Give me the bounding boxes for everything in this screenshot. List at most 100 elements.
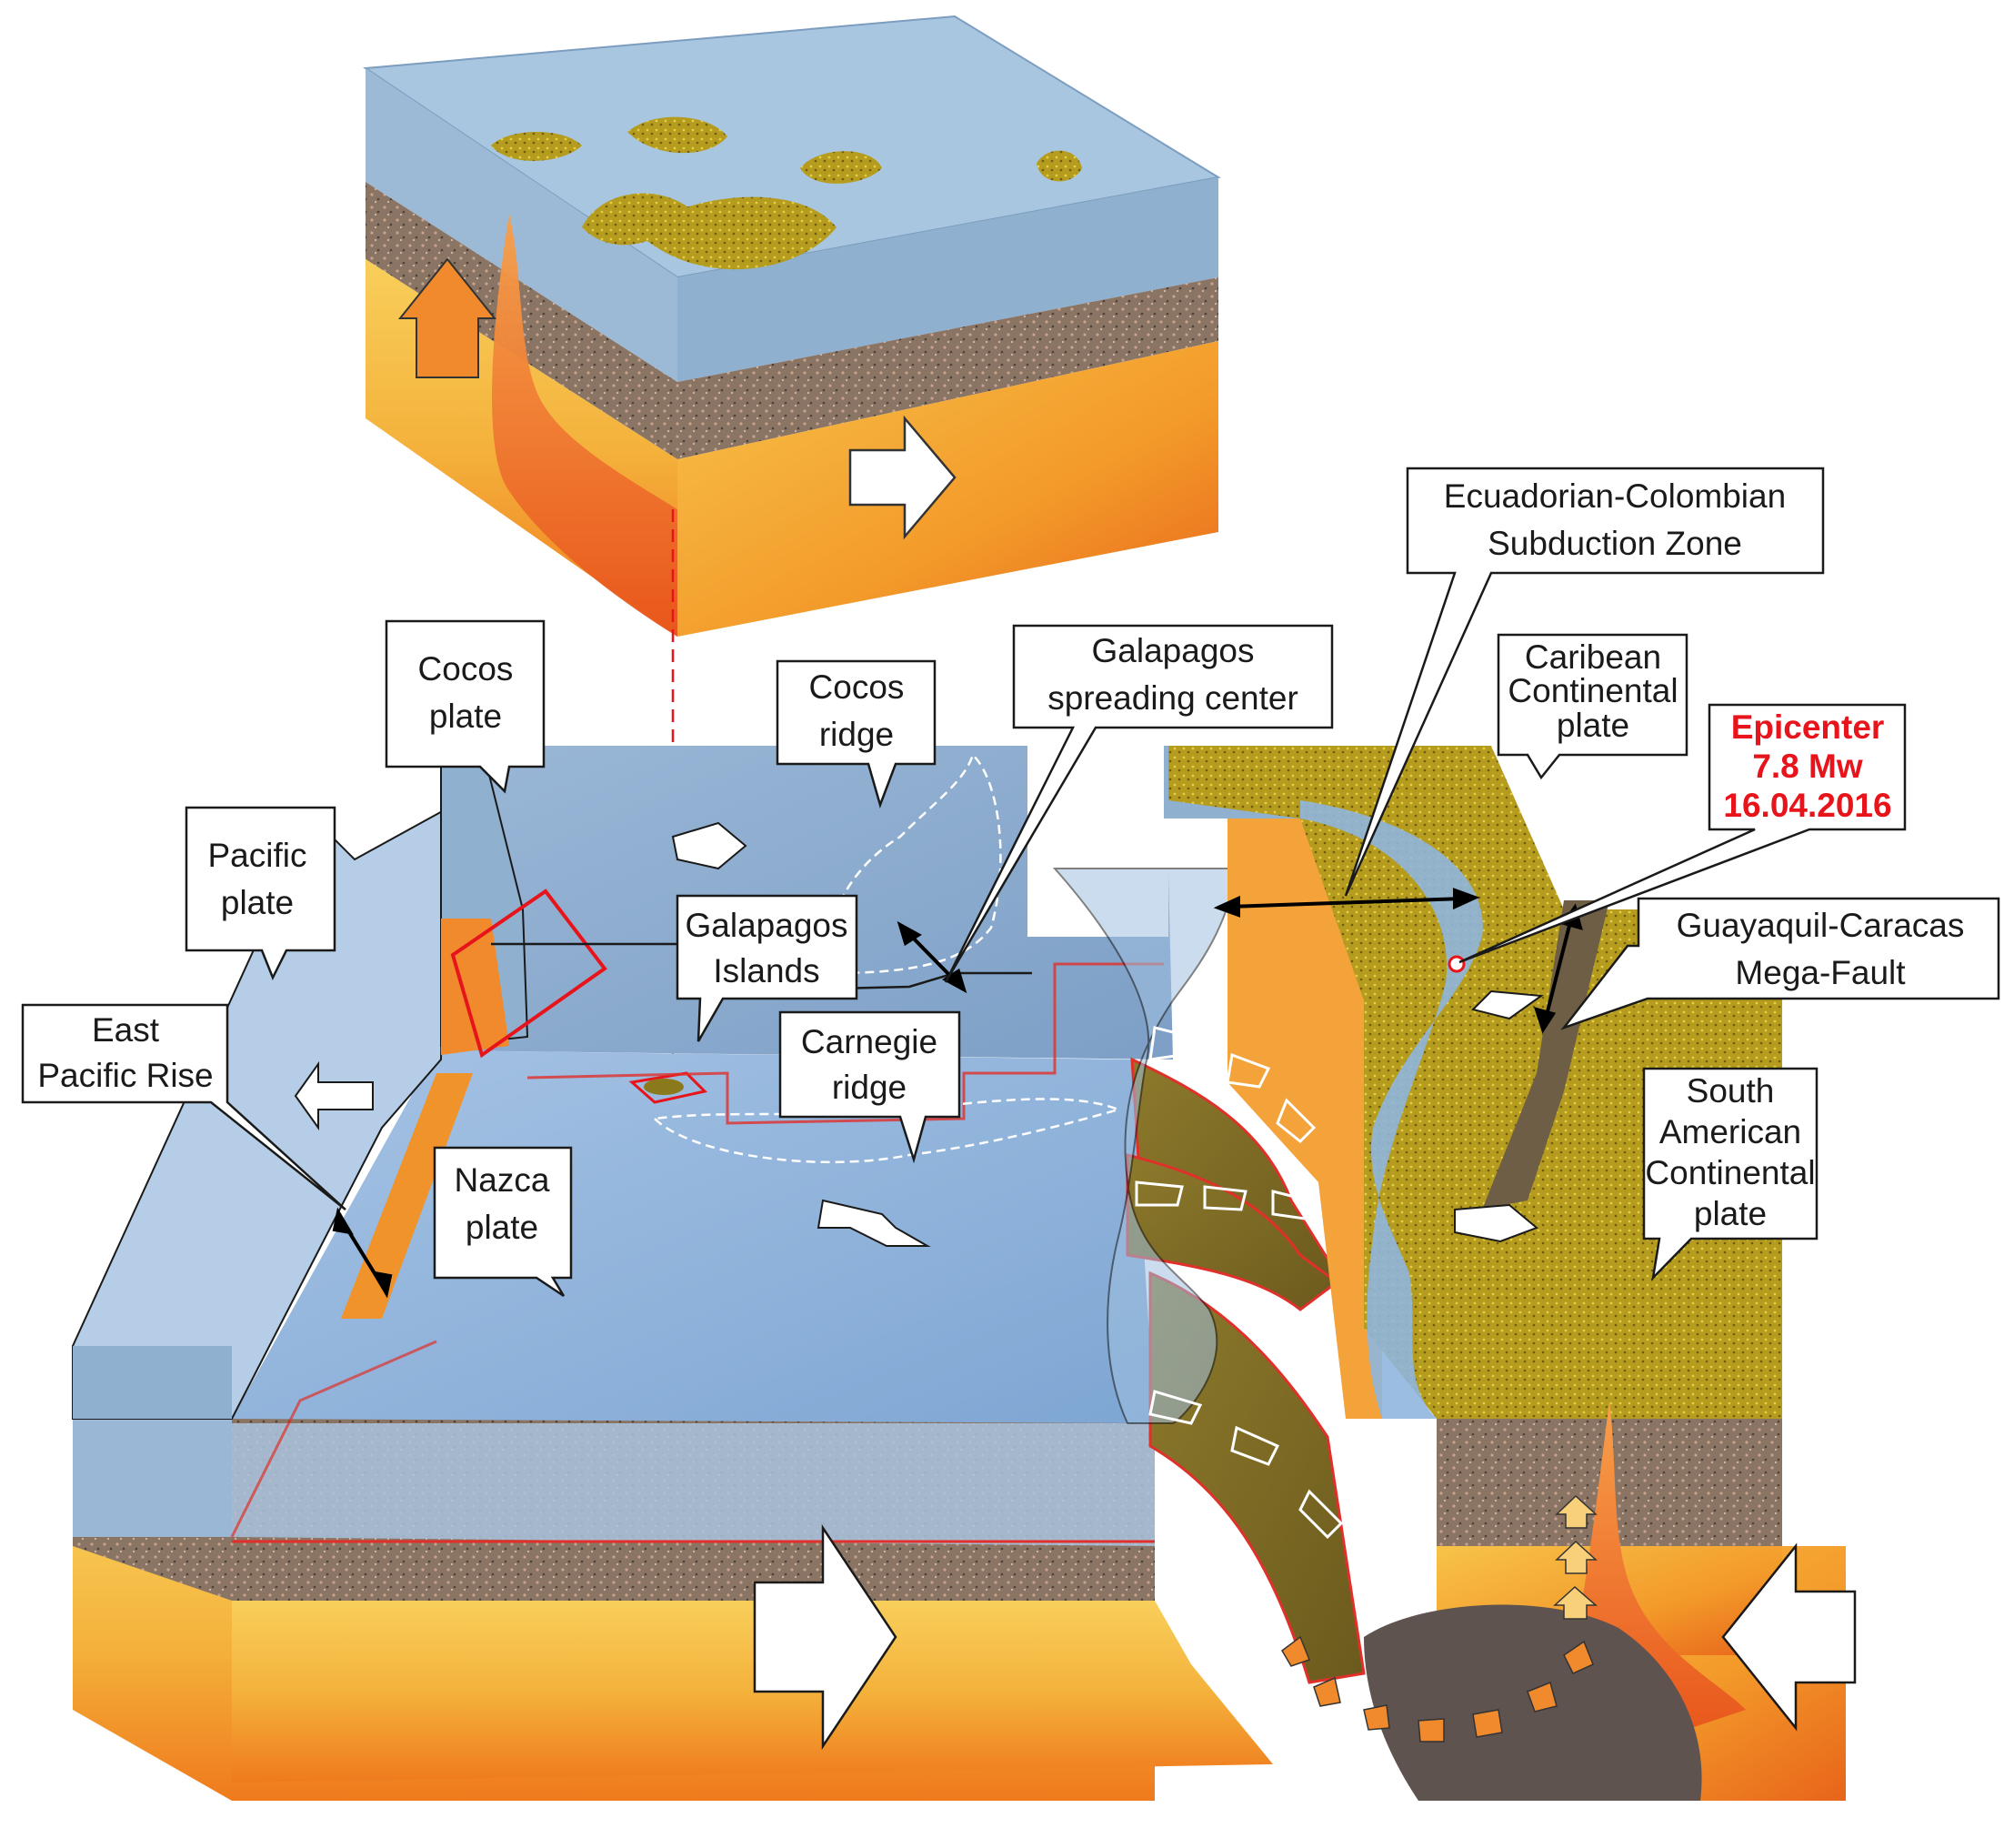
magma-arrow bbox=[1472, 1709, 1503, 1738]
magma-up-arrow bbox=[1553, 1585, 1598, 1620]
inset-water-right bbox=[677, 177, 1218, 382]
epicenter-line1: Epicenter bbox=[1731, 708, 1885, 746]
magma-up-arrow bbox=[1555, 1540, 1598, 1574]
cocos-ridge-line1: Cocos bbox=[809, 668, 905, 706]
coastline-water bbox=[1300, 800, 1483, 1419]
fault-motion-arrow-upper bbox=[1471, 989, 1544, 1020]
spreading-center-line1: Galapagos bbox=[1092, 632, 1255, 669]
main-mantle-front bbox=[232, 1601, 1273, 1783]
fault-motion-arrow-lower bbox=[1454, 1203, 1538, 1243]
subduction-double-arrow bbox=[1228, 897, 1465, 909]
mega-fault-line1: Guayaquil-Caracas bbox=[1677, 907, 1965, 944]
spreading-double-arrow bbox=[906, 930, 958, 984]
subduction-zone-line1: Ecuadorian-Colombian bbox=[1444, 477, 1786, 515]
callout-nazca-plate: Nazca plate bbox=[433, 1146, 573, 1298]
pacific-plate-front bbox=[73, 1346, 232, 1419]
magma-arrow bbox=[1527, 1681, 1558, 1712]
magma-arrow bbox=[1418, 1718, 1445, 1743]
slab-chevron bbox=[1230, 1425, 1280, 1466]
inset-island-1 bbox=[491, 132, 582, 161]
nazca-plate-outline bbox=[526, 962, 1164, 1125]
callout-carnegie-ridge: Carnegie ridge bbox=[778, 1010, 961, 1164]
galapagos-islands-line1: Galapagos bbox=[686, 907, 848, 944]
subduction-double-arrow-head bbox=[1213, 895, 1240, 918]
south-american-line1: South bbox=[1687, 1072, 1775, 1110]
mega-fault-line2: Mega-Fault bbox=[1735, 954, 1906, 991]
fault-double-arrow-head bbox=[1533, 1007, 1557, 1034]
epicenter-marker bbox=[1448, 955, 1466, 973]
inset-mantle-right bbox=[677, 341, 1218, 637]
nazca-motion-arrow bbox=[817, 1199, 931, 1247]
subduction-double-arrow-head bbox=[1453, 888, 1480, 910]
mega-fault-strip bbox=[1482, 900, 1609, 1210]
south-american-line2: American bbox=[1659, 1113, 1801, 1150]
cocos-plate-line1: Cocos bbox=[418, 650, 514, 688]
magma-up-arrows bbox=[1553, 1494, 1598, 1620]
inset-island-4 bbox=[627, 116, 727, 154]
nazca-motion-arrow-large bbox=[753, 1523, 897, 1751]
magma-arrow bbox=[1313, 1676, 1341, 1707]
inset-location-box bbox=[450, 889, 607, 1059]
magma-arrow bbox=[1281, 1635, 1310, 1667]
carnegie-ridge-line2: ridge bbox=[832, 1069, 907, 1106]
east-pacific-rise-line2: Pacific Rise bbox=[37, 1057, 213, 1094]
magma-arrows bbox=[1281, 1635, 1594, 1743]
galapagos-islands-mark bbox=[644, 1079, 684, 1095]
inset-island-6 bbox=[1037, 150, 1082, 182]
carnegie-ridge-line1: Carnegie bbox=[801, 1023, 937, 1060]
epicenter-line3: 16.04.2016 bbox=[1723, 787, 1891, 824]
inset-island-5 bbox=[800, 151, 882, 184]
south-america-motion-arrow-large bbox=[1721, 1542, 1857, 1732]
inset-water-front bbox=[366, 68, 677, 382]
rise-double-arrow-head bbox=[332, 1207, 354, 1235]
continent-land-top bbox=[1168, 746, 1782, 1419]
fault-double-arrow bbox=[1544, 918, 1573, 1019]
nazca-plate-outline-lower bbox=[230, 1340, 437, 1538]
south-american-line4: plate bbox=[1694, 1195, 1767, 1232]
nazca-plate-line2: plate bbox=[466, 1209, 538, 1246]
rise-double-arrow-head bbox=[371, 1270, 393, 1299]
nazca-plate-line1: Nazca bbox=[455, 1161, 550, 1199]
main-water-front bbox=[232, 1423, 1155, 1546]
slab-chevron bbox=[1271, 1190, 1311, 1220]
inset-block bbox=[363, 15, 1221, 637]
east-pacific-rise-line1: East bbox=[92, 1011, 160, 1049]
magma-arrow bbox=[1563, 1640, 1594, 1674]
slab-chevron bbox=[1298, 1489, 1344, 1540]
caribean-plate-line3: plate bbox=[1557, 707, 1629, 744]
main-ocean-top bbox=[232, 1050, 1155, 1423]
rise-mantle-strip bbox=[341, 1073, 473, 1319]
left-edge-water bbox=[73, 1419, 232, 1537]
slab-chevron bbox=[1276, 1098, 1317, 1144]
slab-chevron bbox=[1148, 1390, 1203, 1425]
slab-chevron bbox=[1135, 1180, 1184, 1207]
subduction-zone-line2: Subduction Zone bbox=[1488, 525, 1742, 562]
main-block bbox=[72, 746, 1857, 1801]
pacific-plate-line1: Pacific bbox=[208, 837, 307, 874]
pacific-motion-arrow bbox=[294, 1060, 374, 1131]
inset-crust-right bbox=[677, 277, 1218, 459]
slab-chevron bbox=[1226, 1052, 1271, 1089]
galapagos-location-box bbox=[628, 1071, 708, 1104]
